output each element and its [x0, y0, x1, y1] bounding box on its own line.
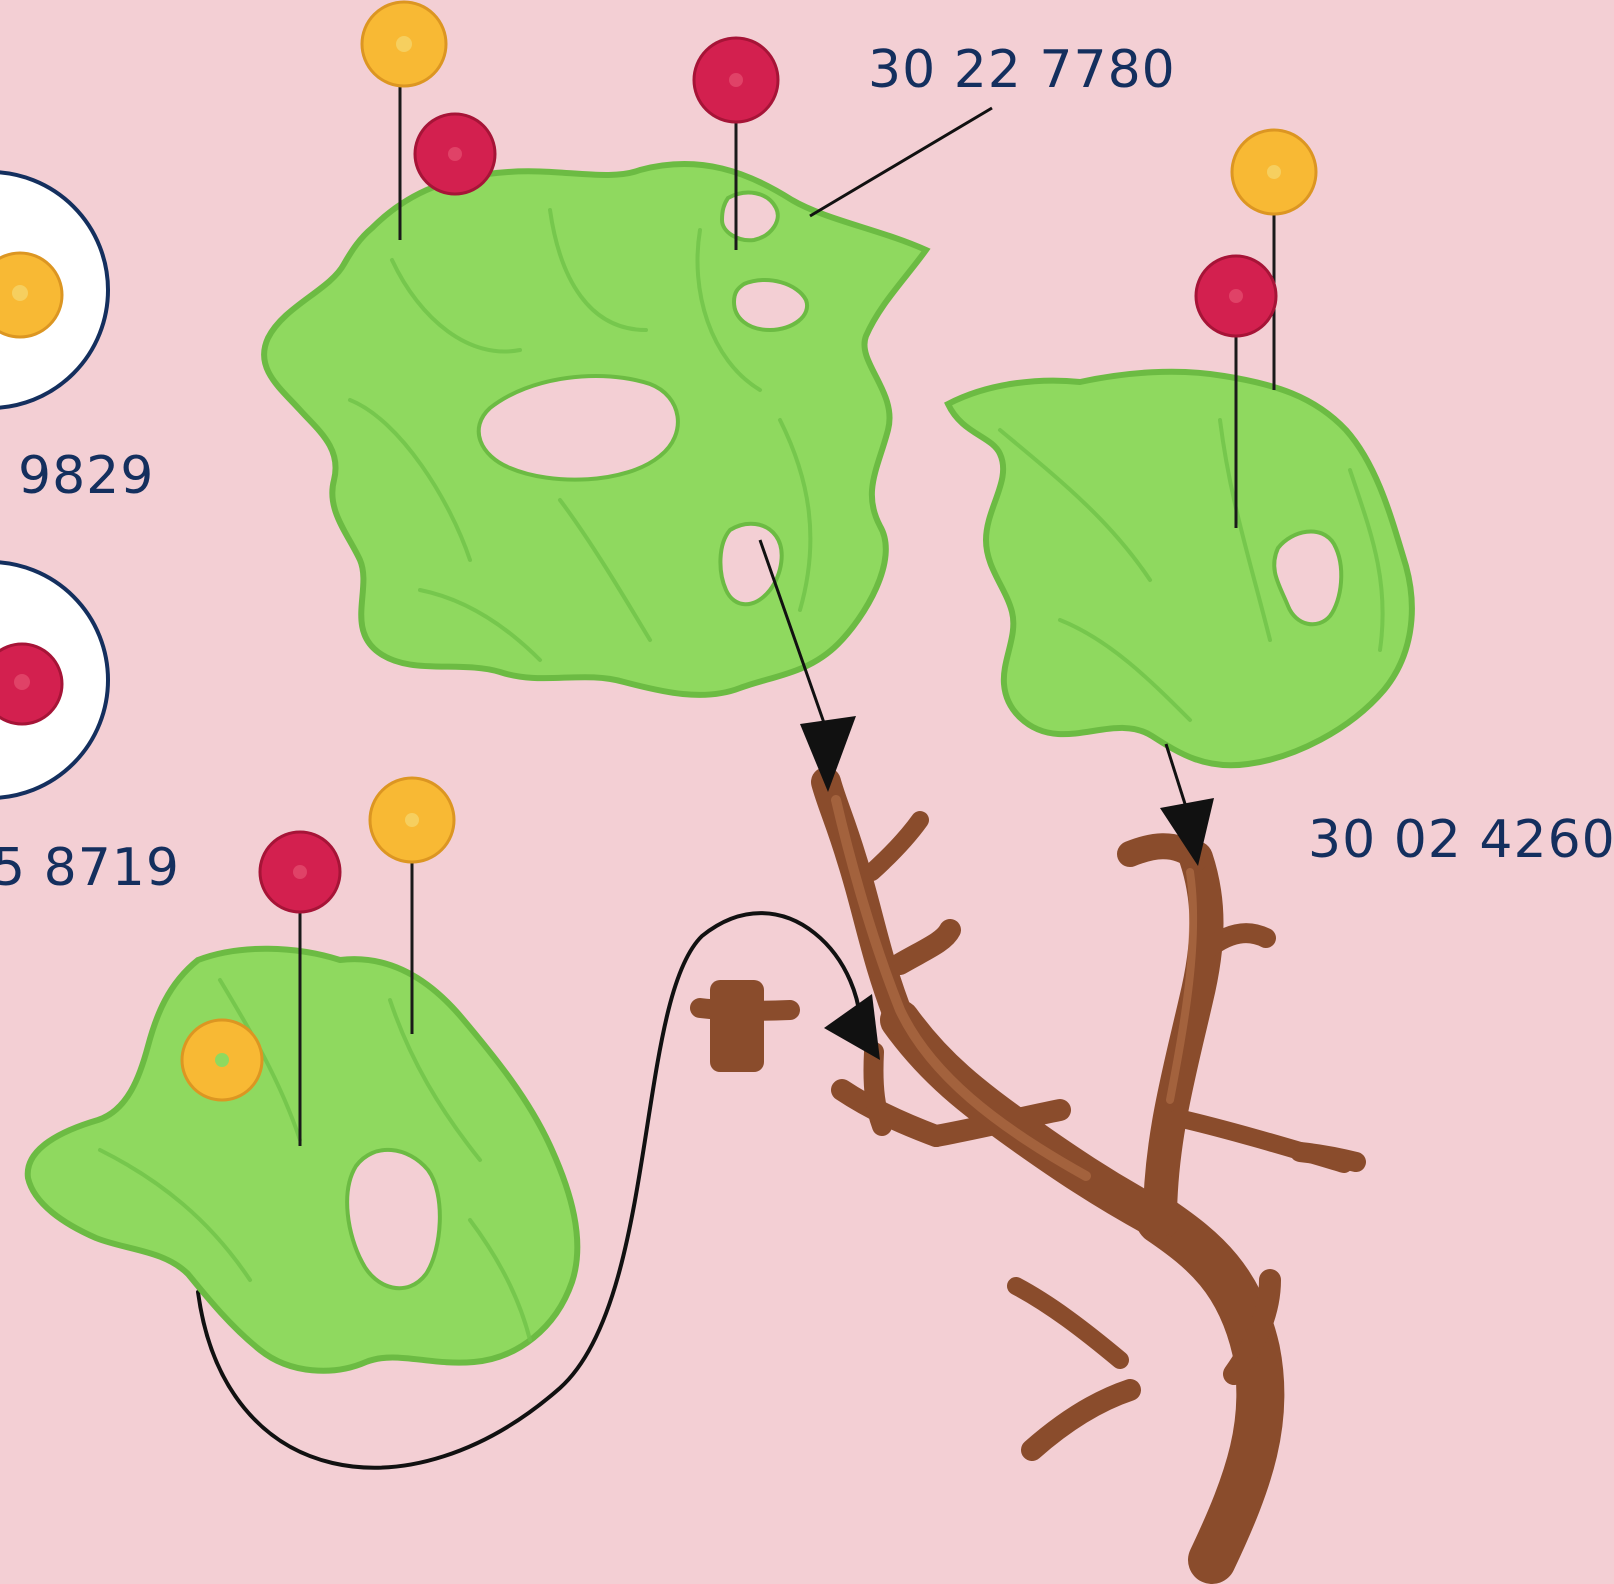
part-number-left-lower: 5 8719 — [0, 838, 180, 898]
assembly-arrow-icon — [1160, 743, 1214, 866]
flower-yellow-icon — [180, 1018, 264, 1102]
flower-yellow-icon — [1230, 128, 1318, 216]
part-number-leader-line — [809, 106, 993, 218]
flower-red-icon — [1194, 254, 1278, 338]
part-number-right: 30 02 4260 — [1308, 810, 1614, 870]
assembly-connector-line — [196, 911, 863, 1470]
leaf-canopy-top-icon — [261, 161, 931, 698]
part-number-left-upper: 9829 — [18, 446, 155, 506]
part-number-top: 30 22 7780 — [868, 40, 1176, 100]
callout-red-flower — [0, 560, 110, 800]
assembly-arrow-icon — [758, 539, 856, 792]
callout-yellow-flower — [0, 170, 110, 410]
flower-yellow-icon — [360, 0, 448, 88]
flower-yellow-icon — [368, 776, 456, 864]
flower-red-icon — [413, 112, 497, 196]
tree-trunk-icon — [690, 767, 1366, 1584]
flower-red-icon — [692, 36, 780, 124]
leaf-canopy-right-icon — [944, 368, 1415, 769]
flower-red-icon — [258, 830, 342, 914]
assembly-arrow-icon — [824, 994, 880, 1060]
leaf-canopy-left-icon — [24, 945, 581, 1374]
